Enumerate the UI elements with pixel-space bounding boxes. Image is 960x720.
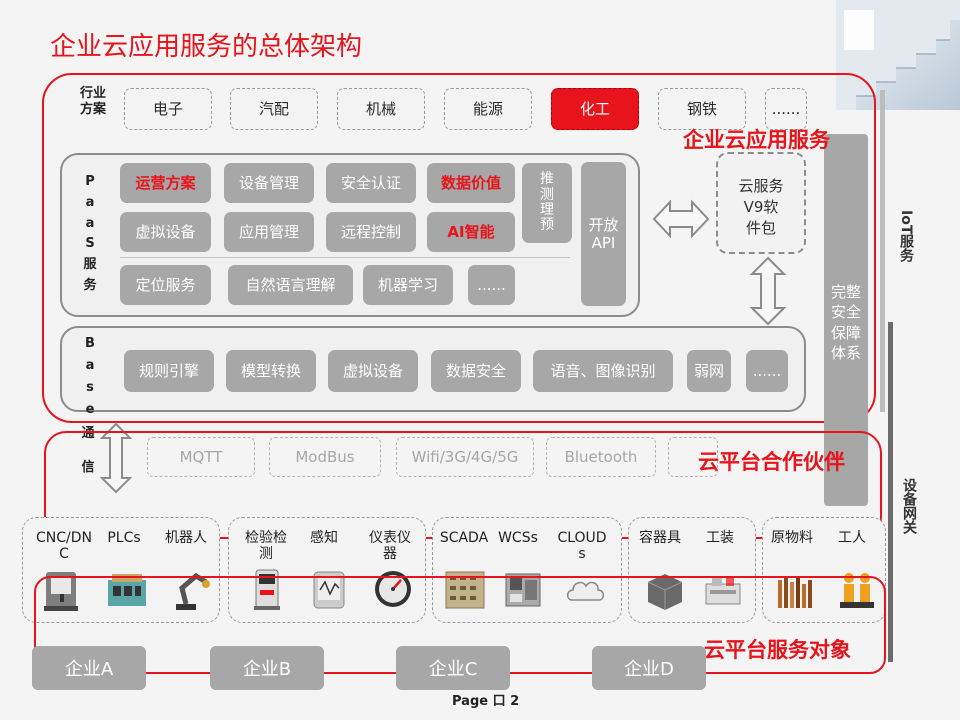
cnc-machine-icon [38, 566, 84, 612]
industry-chip[interactable]: 机械 [337, 88, 425, 130]
base-chip[interactable]: 弱网 [687, 350, 731, 392]
base-chip[interactable]: 虚拟设备 [328, 350, 418, 392]
paas-letter: 务 [83, 277, 97, 293]
base-chip[interactable]: 语音、图像识别 [533, 350, 673, 392]
industry-chip[interactable]: 电子 [124, 88, 212, 130]
vertical-arrow-icon [750, 256, 786, 326]
plc-cabinet-icon [104, 566, 150, 612]
page-number: Page 口 2 [452, 694, 520, 709]
device-label: 容器具 [639, 530, 681, 546]
company-box[interactable]: 企业A [32, 646, 146, 690]
iot-bar [880, 90, 885, 412]
protocol-chip: ModBus [269, 437, 381, 477]
open-api-chip[interactable]: 开放 API [581, 162, 626, 306]
industry-chip[interactable]: 钢铁 [658, 88, 746, 130]
paas-chip[interactable]: 设备管理 [224, 163, 314, 203]
paas-letter: S [85, 236, 95, 252]
cloud-icon [562, 566, 608, 612]
worker-icon [834, 566, 880, 612]
gauge-icon [370, 566, 416, 612]
device-label: 机器人 [165, 530, 207, 546]
industry-chip[interactable]: ...... [765, 88, 807, 130]
base-letter: a [85, 358, 95, 374]
protocol-chip: MQTT [147, 437, 255, 477]
industry-chip[interactable]: 能源 [444, 88, 532, 130]
base-chip[interactable]: 模型转换 [226, 350, 316, 392]
robot-arm-icon [168, 566, 214, 612]
paas-chip[interactable]: 数据价值 [427, 163, 515, 203]
base-letter: e [85, 402, 95, 418]
paas-letter: 服 [83, 257, 97, 273]
industry-label: 行业 方案 [79, 86, 106, 118]
push-chip[interactable]: 推 测 理 预 [522, 163, 572, 243]
paas-chip[interactable]: 机器学习 [363, 265, 453, 305]
industry-chip[interactable]: 汽配 [230, 88, 318, 130]
comm-arrow-icon [100, 422, 132, 494]
paas-chip[interactable]: 应用管理 [224, 212, 314, 252]
paas-chip[interactable]: 安全认证 [326, 163, 416, 203]
security-label: 完整 安全 保障 体系 [830, 283, 861, 362]
protocol-chip: Bluetooth [546, 437, 656, 477]
enterprise-cloud-frame [42, 73, 876, 423]
paas-chip[interactable]: ...... [468, 265, 515, 305]
protocol-chip-blank [668, 437, 718, 477]
test-device-icon [244, 566, 290, 612]
wcs-machine-icon [500, 566, 546, 612]
device-label: PLCs [107, 530, 141, 546]
device-label: WCSs [498, 530, 538, 546]
company-box[interactable]: 企业B [210, 646, 324, 690]
paas-letter: P [85, 174, 95, 189]
company-box[interactable]: 企业C [396, 646, 510, 690]
industry-chip[interactable]: 化工 [551, 88, 639, 130]
device-label: 感知 [310, 530, 338, 546]
paas-divider [120, 257, 570, 258]
paas-letter: a [85, 215, 95, 231]
company-box[interactable]: 企业D [592, 646, 706, 690]
page-title: 企业云应用服务的总体架构 [50, 32, 363, 62]
partner-label: 云平台合作伙伴 [698, 450, 845, 474]
paas-label: P a a S 服 务 [78, 172, 102, 297]
scada-panel-icon [442, 566, 488, 612]
base-chip[interactable]: 数据安全 [431, 350, 521, 392]
device-label: 仪表仪器 [369, 530, 411, 563]
cloud-service-box [716, 152, 806, 254]
iot-label: IoT服务 [898, 210, 914, 263]
bidirectional-arrow-icon [652, 199, 710, 239]
gateway-label: 设备网关 [901, 478, 917, 534]
raw-material-icon [772, 566, 818, 612]
comm-label: 通 信 [81, 426, 95, 475]
paas-chip[interactable]: 运营方案 [120, 163, 211, 203]
paas-letter: a [85, 194, 95, 210]
paas-chip[interactable]: 远程控制 [326, 212, 416, 252]
paas-chip[interactable]: 虚拟设备 [120, 212, 211, 252]
device-panel [628, 517, 756, 623]
base-letter: B [85, 336, 95, 351]
service-target-label: 云平台服务对象 [704, 638, 851, 662]
enterprise-cloud-label: 企业云应用服务 [683, 128, 830, 152]
paas-chip[interactable]: 定位服务 [120, 265, 211, 305]
base-chip[interactable]: 规则引擎 [124, 350, 214, 392]
device-label: CLOUDs [557, 530, 607, 563]
device-label: 工人 [838, 530, 866, 546]
paas-chip[interactable]: 自然语言理解 [228, 265, 353, 305]
fixture-icon [700, 566, 746, 612]
base-chip[interactable]: ...... [746, 350, 788, 392]
device-label: CNC/DNC [36, 530, 92, 563]
device-label: 原物料 [771, 530, 813, 546]
device-label: SCADA [439, 530, 489, 546]
device-label: 检验检测 [245, 530, 287, 563]
base-label: B a s e [78, 333, 102, 421]
container-icon [642, 566, 688, 612]
device-label: 工装 [706, 530, 734, 546]
sensor-icon [306, 566, 352, 612]
cloud-service-text: 云服务 V9软 件包 [738, 177, 784, 237]
base-letter: s [86, 380, 94, 396]
gateway-bar [888, 322, 893, 662]
protocol-chip: Wifi/3G/4G/5G [396, 437, 534, 477]
paas-chip[interactable]: AI智能 [427, 212, 515, 252]
